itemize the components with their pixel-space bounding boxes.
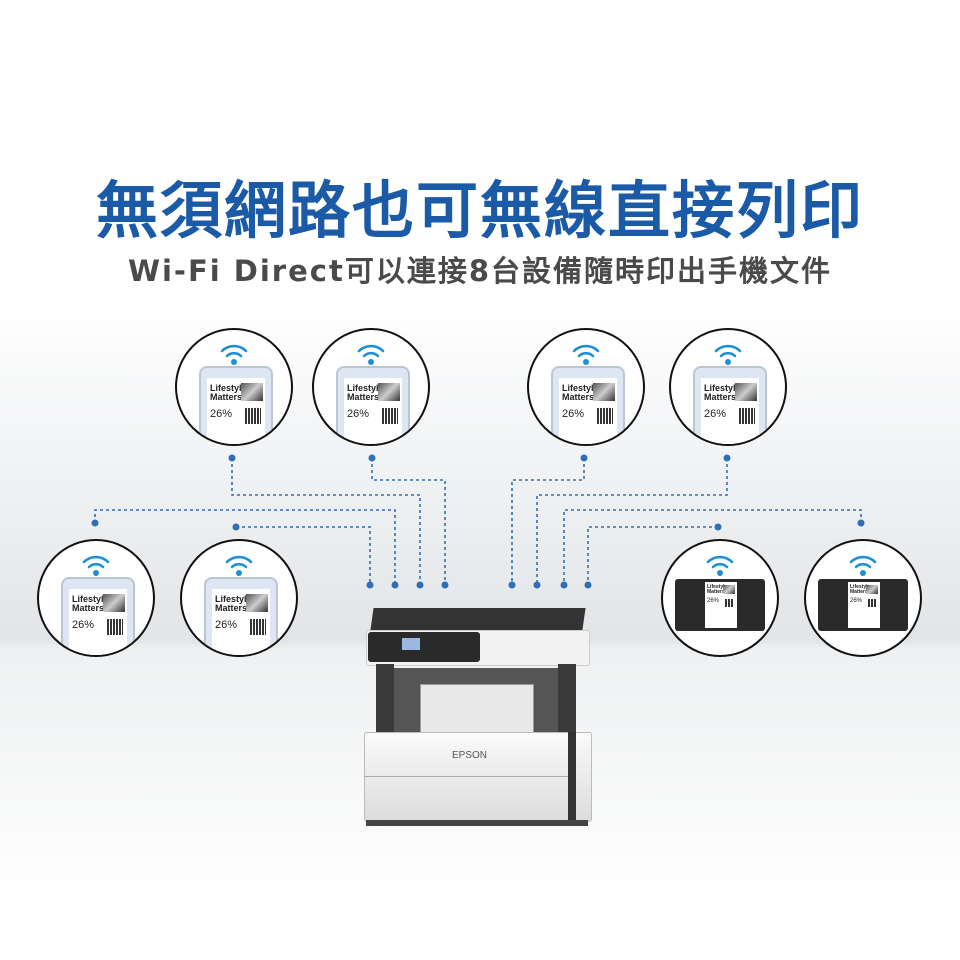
photo <box>593 383 615 401</box>
bar-graphic <box>725 599 733 607</box>
photo <box>723 585 735 594</box>
subheadline: Wi-Fi Direct可以連接8台設備隨時印出手機文件 <box>127 254 833 288</box>
document-preview: Lifestyle Matters 26% <box>848 582 880 628</box>
wifi-icon <box>572 344 600 365</box>
headline: 無須網路也可無線直接列印 <box>95 174 864 247</box>
doc-stat: 26% <box>707 598 720 604</box>
device-phone: Lifestyle Matters 26% <box>37 539 155 657</box>
document-preview: Lifestyle Matters 26% <box>344 378 402 444</box>
bar-graphic <box>868 599 876 607</box>
connection-dot <box>857 519 865 527</box>
photo <box>103 594 125 612</box>
control-panel <box>368 632 480 662</box>
doc-stat: 26% <box>72 619 95 631</box>
connection-dot <box>584 581 592 589</box>
connection-dot <box>441 581 449 589</box>
connection-dot <box>560 581 568 589</box>
connection-dot <box>533 581 541 589</box>
device-tablet: Lifestyle Matters 26% <box>804 539 922 657</box>
connection-dot <box>91 519 99 527</box>
connection-dot <box>714 523 722 531</box>
doc-title: Lifestyle Matters <box>347 383 384 402</box>
phone: Lifestyle Matters 26% <box>336 366 410 444</box>
connection-dot <box>416 581 424 589</box>
doc-stat: 26% <box>347 408 370 420</box>
wifi-icon <box>706 555 734 576</box>
connection-dot <box>580 454 588 462</box>
document-preview: Lifestyle Matters 26% <box>207 378 265 444</box>
doc-title: Lifestyle Matters <box>72 594 109 613</box>
printer: EPSON <box>362 608 594 826</box>
connection-dot <box>391 581 399 589</box>
wifi-icon <box>225 555 253 576</box>
wifi-icon <box>357 344 385 365</box>
phone: Lifestyle Matters 26% <box>204 577 278 655</box>
photo <box>378 383 400 401</box>
doc-title: Lifestyle Matters <box>704 383 741 402</box>
document-preview: Lifestyle Matters 26% <box>701 378 759 444</box>
doc-title: Lifestyle Matters <box>210 383 247 402</box>
doc-stat: 26% <box>704 408 727 420</box>
connection-dot <box>232 523 240 531</box>
device-phone: Lifestyle Matters 26% <box>669 328 787 446</box>
device-phone: Lifestyle Matters 26% <box>312 328 430 446</box>
brand-logo: EPSON <box>452 750 488 761</box>
document-preview: Lifestyle Matters 26% <box>705 582 737 628</box>
connection-dot <box>368 454 376 462</box>
doc-title: Lifestyle Matters <box>562 383 599 402</box>
phone: Lifestyle Matters 26% <box>551 366 625 444</box>
device-phone: Lifestyle Matters 26% <box>175 328 293 446</box>
bar-graphic <box>245 408 261 424</box>
bar-graphic <box>597 408 613 424</box>
doc-stat: 26% <box>850 598 863 604</box>
device-phone: Lifestyle Matters 26% <box>527 328 645 446</box>
photo <box>246 594 268 612</box>
photo <box>735 383 757 401</box>
wifi-icon <box>849 555 877 576</box>
tablet: Lifestyle Matters 26% <box>818 579 908 631</box>
doc-stat: 26% <box>562 408 585 420</box>
document-preview: Lifestyle Matters 26% <box>212 589 270 655</box>
bar-graphic <box>107 619 123 635</box>
device-tablet: Lifestyle Matters 26% <box>661 539 779 657</box>
doc-title: Lifestyle Matters <box>707 584 728 595</box>
doc-stat: 26% <box>215 619 238 631</box>
connection-dot <box>366 581 374 589</box>
bar-graphic <box>739 408 755 424</box>
document-preview: Lifestyle Matters 26% <box>559 378 617 444</box>
wifi-icon <box>714 344 742 365</box>
tablet: Lifestyle Matters 26% <box>675 579 765 631</box>
wifi-icon <box>82 555 110 576</box>
bar-graphic <box>250 619 266 635</box>
device-phone: Lifestyle Matters 26% <box>180 539 298 657</box>
photo <box>866 585 878 594</box>
bar-graphic <box>382 408 398 424</box>
doc-stat: 26% <box>210 408 233 420</box>
document-preview: Lifestyle Matters 26% <box>69 589 127 655</box>
phone: Lifestyle Matters 26% <box>61 577 135 655</box>
phone: Lifestyle Matters 26% <box>693 366 767 444</box>
doc-title: Lifestyle Matters <box>215 594 252 613</box>
connection-dot <box>723 454 731 462</box>
photo <box>241 383 263 401</box>
connection-dot <box>228 454 236 462</box>
connection-dot <box>508 581 516 589</box>
doc-title: Lifestyle Matters <box>850 584 871 595</box>
wifi-icon <box>220 344 248 365</box>
phone: Lifestyle Matters 26% <box>199 366 273 444</box>
